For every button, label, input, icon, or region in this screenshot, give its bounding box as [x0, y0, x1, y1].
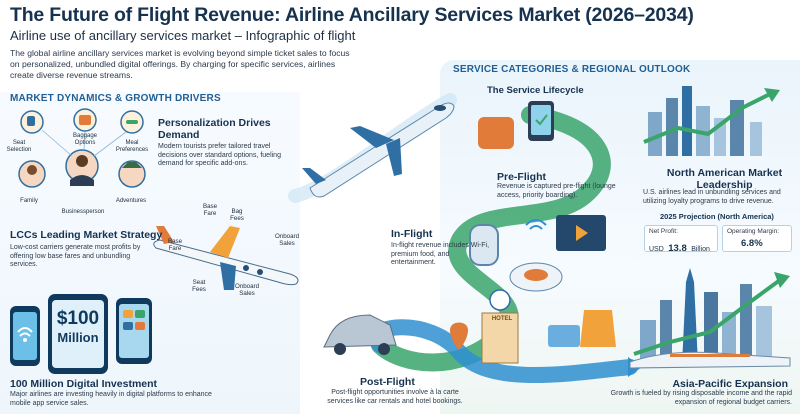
- airplane-large-illustration: [288, 93, 457, 203]
- preflight-text: Revenue is captured pre-flight (lounge a…: [497, 183, 616, 199]
- personalization-title: Personalization Drives Demand: [158, 117, 271, 141]
- digital-devices-illustration: [10, 294, 152, 374]
- inflight-text: In-flight revenue includes Wi-Fi, premiu…: [391, 242, 490, 267]
- net-profit-box: Net Profit: USD 13.8 Billion: [644, 225, 718, 254]
- airplane-revenue-diagram: [153, 226, 299, 290]
- persona-label-baggage: Baggage Options: [72, 133, 98, 146]
- shopping-bag-icon: [580, 310, 616, 347]
- window-icon: [469, 224, 499, 266]
- hotel-building-icon: [481, 312, 519, 364]
- location-pin-icon: [450, 322, 468, 350]
- persona-label-adventures: Adventures: [115, 198, 147, 204]
- postflight-text: Post-flight opportunities involve à la c…: [327, 389, 463, 405]
- plane-label-base-fare: Base Fare: [167, 238, 183, 252]
- operating-margin-value: 6.8%: [741, 238, 763, 249]
- page-subtitle: Airline use of ancillary services market…: [10, 28, 356, 43]
- plane-label-base-fare-top: Base Fare: [202, 203, 218, 217]
- preflight-title: Pre-Flight: [497, 171, 546, 183]
- na-text: U.S. airlines lead in unbundling service…: [643, 189, 781, 205]
- phone-unit: Million: [57, 330, 99, 345]
- north-america-skyline-illustration: [643, 86, 780, 156]
- persona-label-family: Family: [20, 198, 38, 204]
- intro-paragraph: The global airline ancillary services ma…: [10, 48, 350, 80]
- plane-label-seat-fees: Seat Fees: [192, 279, 206, 293]
- wifi-icon: [525, 219, 547, 230]
- apac-title: Asia-Pacific Expansion: [672, 378, 788, 390]
- operating-margin-label: Operating Margin:: [727, 228, 780, 235]
- operating-margin-box: Operating Margin: 6.8%: [722, 225, 792, 252]
- digital-investment-text: Major airlines are investing heavily in …: [10, 391, 212, 407]
- credit-card-icon: [548, 325, 580, 347]
- net-profit-value: 13.8: [668, 243, 687, 254]
- page-title: The Future of Flight Revenue: Airline An…: [10, 4, 694, 26]
- inflight-title: In-Flight: [391, 228, 433, 240]
- plane-label-onboard-sales-bottom: Onboard Sales: [234, 283, 260, 297]
- postflight-title: Post-Flight: [360, 376, 415, 388]
- net-profit-label: Net Profit:: [649, 228, 678, 235]
- lifecycle-title: The Service Lifecycle: [487, 85, 584, 96]
- na-title: North American Market Leadership: [666, 167, 783, 191]
- tower-icon: [682, 268, 698, 364]
- lcc-title: LCCs Leading Market Strategy: [10, 229, 163, 241]
- persona-label-meal: Meal Preferences: [115, 140, 149, 153]
- plane-label-bag-fees: Bag Fees: [230, 208, 244, 222]
- phone-amount: $100: [56, 308, 100, 329]
- asia-pacific-skyline-illustration: [629, 268, 791, 369]
- persona-cluster-illustration: [18, 108, 146, 188]
- growth-arrow-icon: [764, 88, 780, 102]
- net-profit-unit: Billion: [691, 246, 710, 253]
- car-rental-badge-icon: [489, 289, 511, 311]
- na-projection-heading: 2025 Projection (North America): [660, 212, 774, 221]
- market-dynamics-heading: MARKET DYNAMICS & GROWTH DRIVERS: [10, 93, 221, 104]
- plane-label-onboard-sales-right: Onboard Sales: [274, 233, 300, 247]
- personalization-text: Modern tourists prefer tailored travel d…: [158, 143, 281, 168]
- car-icon: [323, 314, 397, 348]
- lcc-text: Low-cost carriers generate most profits …: [10, 244, 141, 269]
- persona-label-seat: Seat Selection: [6, 140, 32, 153]
- digital-investment-title: 100 Million Digital Investment: [10, 378, 158, 390]
- net-profit-value-row: USD 13.8 Billion: [649, 238, 710, 256]
- lounge-chair-icon: [478, 117, 514, 149]
- hotel-sign: HOTEL: [491, 316, 513, 322]
- persona-label-businessperson: Businessperson: [61, 209, 105, 215]
- net-profit-prefix: USD: [649, 246, 664, 253]
- apac-text: Growth is fueled by rising disposable in…: [610, 390, 792, 406]
- service-categories-heading: SERVICE CATEGORIES & REGIONAL OUTLOOK: [453, 64, 691, 75]
- lifecycle-path-illustration: [323, 101, 642, 383]
